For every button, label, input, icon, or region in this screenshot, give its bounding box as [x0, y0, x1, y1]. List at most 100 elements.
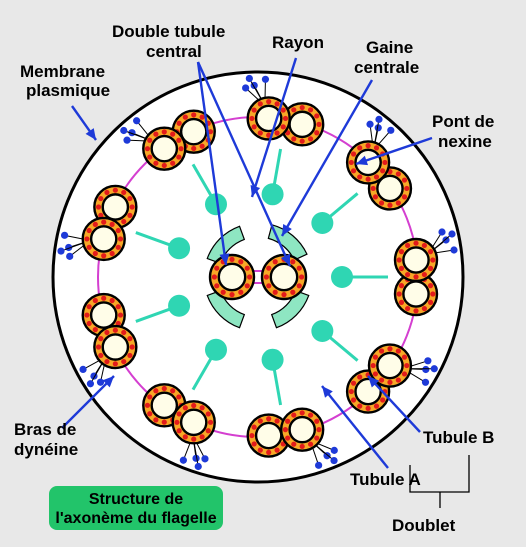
protofilament-dot — [244, 283, 250, 289]
dynein-arm-head — [424, 357, 432, 365]
tubule-b-lumen — [402, 280, 430, 308]
protofilament-dot — [115, 244, 121, 250]
doublet-bracket — [409, 455, 470, 508]
tubule-a-lumen — [376, 351, 404, 380]
tubule-a — [345, 140, 391, 185]
dynein-arm-head — [245, 74, 253, 83]
protofilament-dot — [370, 362, 376, 369]
central-sheath — [206, 224, 310, 329]
protofilament-dot — [161, 162, 167, 169]
protofilament-dot — [307, 441, 314, 447]
pointer-central-left — [196, 61, 230, 266]
protofilament-dot — [178, 146, 184, 152]
protofilament-dot — [95, 344, 102, 350]
dynein-arm-head — [192, 454, 200, 462]
protofilament-dot — [285, 418, 291, 424]
dynein-arm-head — [438, 228, 446, 236]
tubule-a-lumen — [89, 225, 118, 253]
protofilament-dot — [285, 435, 291, 441]
protofilament-dot — [182, 114, 188, 120]
protofilament-dot — [205, 411, 211, 417]
tubule-b-lumen — [101, 193, 130, 221]
pointer-dynein — [61, 375, 115, 429]
protofilament-dot — [115, 304, 121, 310]
dynein-arm-head — [96, 378, 105, 386]
radial-spoke — [191, 163, 215, 200]
protofilament-dot — [199, 143, 205, 149]
dynein-arm-head — [86, 380, 95, 388]
protofilament-dot — [427, 283, 434, 289]
dynein-arm-head — [422, 365, 430, 374]
protofilament-dot — [121, 218, 127, 225]
tubule-b-lumen — [354, 377, 382, 406]
protofilament-dot — [101, 295, 107, 301]
protofilament-dot — [357, 174, 363, 180]
label-gaine-1: Gaine — [366, 38, 413, 57]
protofilament-dot — [251, 107, 257, 113]
radial-spoke — [325, 192, 359, 221]
protofilament-dot — [290, 259, 296, 265]
protofilament-dot — [380, 168, 386, 174]
protofilament-dot — [350, 397, 357, 403]
protofilament-dot — [249, 115, 255, 122]
dynein-arm-head — [261, 75, 270, 83]
protofilament-dot — [307, 107, 314, 113]
protofilament-dot — [387, 346, 393, 352]
pointer-tubule-b — [367, 375, 421, 433]
protofilament-dot — [314, 435, 320, 441]
label-pont-2: nexine — [438, 132, 492, 151]
protofilament-dot — [427, 249, 434, 255]
pointer-rayon-head — [250, 185, 261, 197]
label-pont-1: Pont de — [432, 112, 494, 131]
protofilament-dot — [296, 283, 302, 289]
central-tubule-right-lumen — [269, 262, 299, 292]
protofilament-dot — [405, 271, 411, 278]
protofilament-dot — [291, 136, 297, 142]
protofilament-dot — [238, 289, 244, 295]
pointer-gaine — [280, 79, 374, 237]
label-tubule-b: Tubule B — [423, 428, 494, 447]
protofilament-dot — [274, 418, 280, 424]
protofilament-dot — [257, 130, 263, 136]
protofilament-dot — [86, 304, 92, 310]
pointer-tubule-a-head — [322, 386, 333, 398]
protofilament-dot — [199, 114, 205, 120]
protofilament-dot — [404, 362, 410, 369]
caption-line-1: Structure de — [89, 491, 183, 508]
outer-doublets — [57, 74, 458, 471]
protofilament-dot — [121, 189, 127, 196]
tubule-b-lumen — [376, 174, 404, 203]
protofilament-dot — [373, 403, 380, 409]
protofilament-dot — [112, 361, 118, 367]
spoke-head — [205, 338, 227, 361]
tubule-a — [367, 343, 413, 388]
protofilament-dot — [147, 137, 153, 143]
label-membrane-1: Membrane — [20, 62, 105, 81]
dynein-arm-head — [133, 117, 141, 125]
tubule-a-lumen — [101, 333, 130, 361]
dynein-arm-head — [60, 231, 69, 239]
protofilament-dot — [238, 259, 244, 265]
protofilament-dot — [372, 194, 379, 200]
dynein-arm-head — [194, 462, 202, 471]
protofilament-dot — [211, 274, 217, 280]
protofilament-dot — [282, 427, 288, 433]
protofilament-dot — [251, 441, 257, 447]
protofilament-dot — [92, 297, 98, 304]
protofilament-dot — [247, 274, 253, 280]
dynein-arm-head — [374, 124, 382, 132]
protofilament-dot — [176, 137, 182, 143]
protofilament-dot — [299, 104, 305, 111]
protofilament-dot — [291, 412, 297, 418]
dynein-arm-head — [421, 378, 430, 386]
caption-line-2: l'axonème du flagelle — [55, 510, 216, 527]
caption-bg — [49, 486, 223, 530]
protofilament-dot — [104, 358, 110, 365]
dynein-arm-head — [442, 236, 450, 244]
protofilament-dot — [176, 394, 182, 400]
protofilament-dot — [373, 174, 380, 180]
spoke-head — [168, 237, 191, 260]
protofilament-dot — [207, 419, 214, 425]
protofilament-dot — [266, 265, 272, 271]
